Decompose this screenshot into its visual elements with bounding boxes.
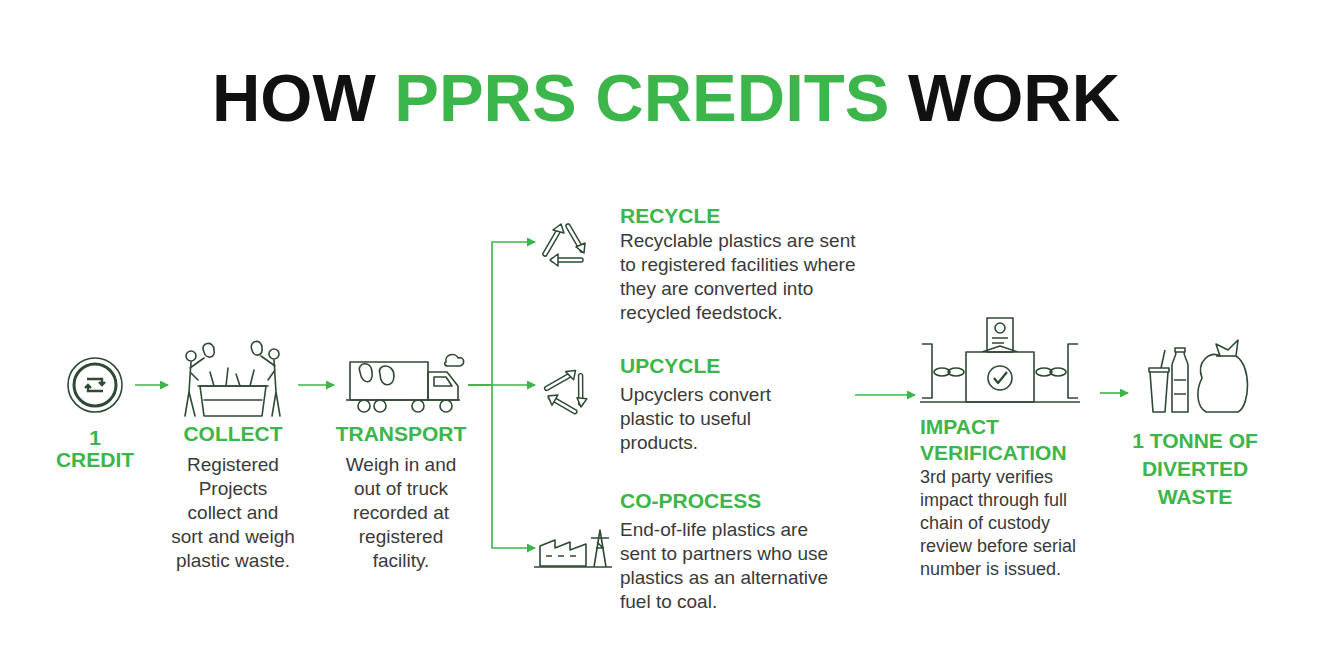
chain-link (1050, 368, 1066, 376)
step-heading: 1 CREDIT (55, 427, 135, 471)
certificate (987, 318, 1013, 352)
step-body: 3rd party verifies impact through full c… (920, 466, 1098, 581)
flow-step: IMPACT VERIFICATION3rd party verifies im… (915, 310, 1100, 581)
flow-step: TRANSPORT Weigh in and out of truck recor… (334, 340, 468, 573)
exhaust-cloud (445, 355, 464, 366)
bag-tie (1216, 355, 1236, 357)
check-mark (994, 372, 1007, 383)
step-body: Upcyclers convert plastic to useful prod… (620, 383, 805, 455)
flow-arrow (468, 385, 535, 548)
bottle-label (1174, 380, 1186, 394)
step-body: End-of-life plastics are sent to partner… (620, 518, 835, 614)
flow-step: COLLECT Registered Projects collect and s… (168, 340, 298, 573)
flow-step: RECYCLERecyclable plastics are sent to r… (535, 202, 885, 325)
wheel (412, 400, 424, 412)
truck-icon (346, 355, 464, 412)
flow-arrow (855, 394, 915, 396)
factory-windows (546, 555, 576, 557)
coin-face (74, 364, 116, 406)
flow-step: UPCYCLE Upcyclers convert plastic to usef… (535, 352, 855, 455)
person-body (261, 356, 280, 416)
diagram-title: HOW PPRS CREDITS WORK (0, 60, 1332, 136)
chain-link (948, 368, 964, 376)
truck-load (359, 364, 394, 385)
flow-arrow (1100, 392, 1128, 394)
step-heading: IMPACT VERIFICATION (920, 414, 1100, 466)
factory-building (540, 540, 586, 566)
waste-bag (251, 341, 262, 355)
step-heading: COLLECT (168, 423, 298, 445)
gate-posts (922, 344, 1078, 398)
plastic-cup (1149, 350, 1169, 412)
wheel (358, 400, 370, 412)
step-body: Registered Projects collect and sort and… (170, 453, 296, 573)
ground-line (534, 566, 612, 568)
waste-bag (1198, 340, 1248, 412)
credit-coin-icon (68, 358, 122, 412)
diverted-waste-icon (1149, 340, 1248, 412)
truck-container (350, 362, 428, 400)
power-pylon (591, 530, 609, 567)
co-process-icon (534, 530, 612, 567)
step-heading: 1 TONNE OF DIVERTED WASTE (1128, 427, 1262, 511)
collect-icon (185, 341, 280, 416)
flow-arrow (298, 384, 334, 386)
coin-symbol (85, 379, 105, 391)
step-heading: RECYCLE (620, 205, 885, 227)
step-body: Recyclable plastics are sent to register… (620, 229, 870, 325)
person-body (185, 358, 204, 416)
wheel (440, 400, 452, 412)
flow-step: 1 CREDIT (55, 355, 135, 471)
truck-cab (428, 372, 458, 400)
waste-bag (203, 343, 214, 357)
step-heading: TRANSPORT (334, 423, 468, 445)
flow-step: 1 TONNE OF DIVERTED WASTE (1128, 330, 1262, 511)
recycle-icon (545, 224, 585, 266)
wheel (374, 400, 386, 412)
coin-rim (68, 358, 122, 412)
plastic-bottle (1172, 348, 1188, 412)
certificate-seal (995, 323, 1005, 333)
bin-bottles (210, 368, 254, 386)
certificate-lines (992, 338, 1008, 343)
title-text: HOW PPRS CREDITS WORK (212, 60, 1120, 136)
step-heading: CO-PROCESS (620, 490, 885, 512)
waste-bin (200, 386, 266, 416)
person-head (269, 349, 279, 359)
verification-icon (920, 318, 1080, 402)
approval-badge (988, 366, 1012, 390)
flow-arrow (135, 384, 168, 386)
person-head (186, 351, 196, 361)
step-body: Weigh in and out of truck recorded at re… (342, 453, 460, 573)
ground-line (920, 401, 1080, 403)
step-heading: UPCYCLE (620, 355, 855, 377)
bin-rim (198, 386, 268, 400)
upcycle-icon (541, 362, 597, 418)
verification-box (966, 346, 1034, 402)
flow-arrow (468, 242, 535, 385)
flow-step: CO-PROCESS End-of-life plastics are sent … (535, 487, 885, 614)
